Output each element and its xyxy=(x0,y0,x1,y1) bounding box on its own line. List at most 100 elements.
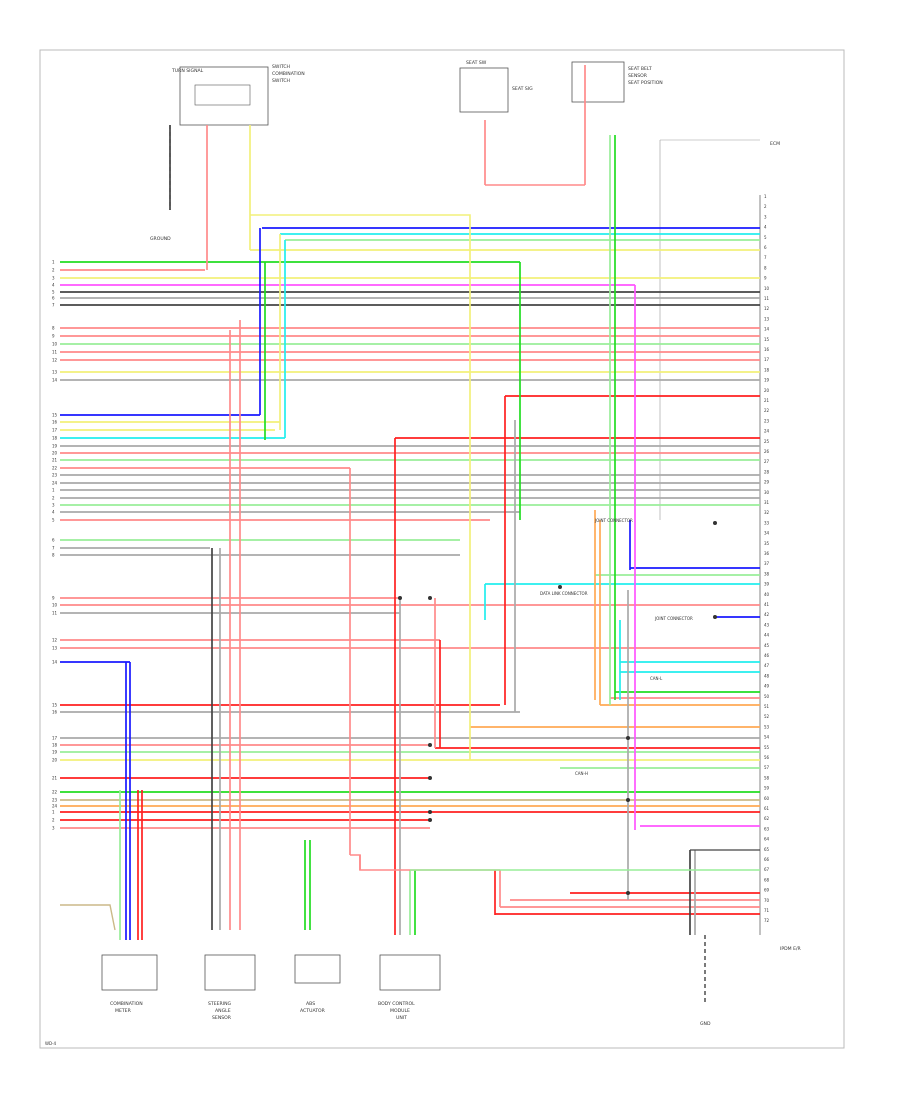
ecm-pin-54: 55 xyxy=(764,745,770,750)
left-pin-15: 16 xyxy=(52,420,58,425)
ipdm-ground: GND IPDM E/R xyxy=(700,935,802,1027)
left-pin-16: 17 xyxy=(52,428,58,433)
joint-connector-1: JOINT CONNECTOR xyxy=(594,518,633,523)
ecm-pin-43: 44 xyxy=(764,633,770,638)
ecm-pin-36: 37 xyxy=(764,561,770,566)
ecm-pin-39: 40 xyxy=(764,592,770,597)
ecm-pin-3: 4 xyxy=(764,225,767,230)
bottom-2-label-2: ANGLE xyxy=(215,1008,231,1014)
seat-switch-label-1: SEAT SW xyxy=(466,60,487,66)
junction-dot-10 xyxy=(713,615,717,619)
ecm-pin-14: 15 xyxy=(764,337,770,342)
ecm-pin-0: 1 xyxy=(764,194,767,199)
left-pin-12: 13 xyxy=(52,370,58,375)
ecm-pin-41: 42 xyxy=(764,612,770,617)
ecm-pin-7: 8 xyxy=(764,265,767,270)
left-pin-8: 9 xyxy=(52,334,55,339)
left-pin-20: 21 xyxy=(52,458,58,463)
junction-dot-11 xyxy=(713,521,717,525)
ecm-pin-56: 57 xyxy=(764,765,770,770)
left-pin-2: 3 xyxy=(52,276,55,281)
ecm-pin-5: 6 xyxy=(764,245,767,250)
junction-dot-3 xyxy=(428,776,432,780)
joint-connector-2: JOINT CONNECTOR xyxy=(654,616,693,621)
ecm-pin-65: 66 xyxy=(764,857,770,862)
left-pin-22: 23 xyxy=(52,473,58,478)
ecm-pin-34: 35 xyxy=(764,541,770,546)
junction-dot-6 xyxy=(626,736,630,740)
left-pin-25: 2 xyxy=(52,496,55,501)
ecm-pin-32: 33 xyxy=(764,520,770,525)
ecm-pin-62: 63 xyxy=(764,826,770,831)
left-pin-21: 22 xyxy=(52,466,58,471)
ecm-title: ECM xyxy=(770,141,780,147)
junction-dot-5 xyxy=(428,818,432,822)
junction-dot-0 xyxy=(398,596,402,600)
footer-label: WD-4 xyxy=(45,1041,56,1046)
ecm-pin-57: 58 xyxy=(764,775,770,780)
bottom-component-1: COMBINATION METER xyxy=(101,954,158,1014)
left-pin-45: 22 xyxy=(52,790,58,795)
junction-dot-8 xyxy=(626,891,630,895)
junction-dot-1 xyxy=(428,596,432,600)
left-pin-26: 3 xyxy=(52,503,55,508)
ecm-pin-23: 24 xyxy=(764,429,770,434)
left-pin-1: 2 xyxy=(52,268,55,273)
seat-switch: SEAT SW SEAT SIG xyxy=(459,60,533,113)
junction-dot-7 xyxy=(626,798,630,802)
ecm-pin-60: 61 xyxy=(764,806,770,811)
ecm-pin-16: 17 xyxy=(764,357,770,362)
can-h-label: CAN-H xyxy=(575,771,588,776)
ecm-pin-labels: 1234567891011121314151617181920212223242… xyxy=(764,194,770,923)
junction-dot-9 xyxy=(558,585,562,589)
ecm-block: ECM 123456789101112131415161718192021222… xyxy=(659,139,780,935)
ecm-pin-61: 62 xyxy=(764,816,770,821)
ecm-pin-52: 53 xyxy=(764,724,770,729)
left-pin-37: 14 xyxy=(52,660,58,665)
wire-group xyxy=(60,65,760,940)
ecm-pin-66: 67 xyxy=(764,867,770,872)
left-pin-7: 8 xyxy=(52,326,55,331)
left-pin-47: 24 xyxy=(52,804,58,809)
bottom-1-label-1: COMBINATION xyxy=(110,1001,143,1007)
combination-switch: TURN SIGNAL SWITCH COMBINATION SWITCH xyxy=(171,64,305,126)
ecm-pin-49: 50 xyxy=(764,694,770,699)
ground-label: GROUND xyxy=(150,236,171,242)
ecm-pin-63: 64 xyxy=(764,837,770,842)
ecm-pin-35: 36 xyxy=(764,551,770,556)
left-pin-28: 5 xyxy=(52,518,55,523)
left-pin-4: 5 xyxy=(52,290,55,295)
left-pin-17: 18 xyxy=(52,436,58,441)
left-pin-5: 6 xyxy=(52,296,55,301)
left-pin-39: 16 xyxy=(52,710,58,715)
ecm-pin-45: 46 xyxy=(764,653,770,658)
ecm-pin-21: 22 xyxy=(764,408,770,413)
ecm-pin-20: 21 xyxy=(764,398,770,403)
junction-dot-4 xyxy=(428,810,432,814)
ecm-pin-58: 59 xyxy=(764,786,770,791)
ecm-pin-2: 3 xyxy=(764,214,767,219)
left-pin-50: 3 xyxy=(52,826,55,831)
left-pin-44: 21 xyxy=(52,776,58,781)
switch-label-4: SWITCH xyxy=(272,78,290,84)
left-pin-14: 15 xyxy=(52,413,58,418)
ecm-pin-48: 49 xyxy=(764,684,770,689)
left-pin-46: 23 xyxy=(52,798,58,803)
ecm-pin-18: 19 xyxy=(764,378,770,383)
ecm-pin-11: 12 xyxy=(764,306,770,311)
left-pin-3: 4 xyxy=(52,283,55,288)
bottom-4-label-2: MODULE xyxy=(390,1008,410,1014)
ecm-pin-59: 60 xyxy=(764,796,770,801)
left-pin-30: 7 xyxy=(52,546,55,551)
ecm-pin-68: 69 xyxy=(764,888,770,893)
ecm-pin-53: 54 xyxy=(764,735,770,740)
left-pin-41: 18 xyxy=(52,743,58,748)
left-pin-11: 12 xyxy=(52,358,58,363)
left-pin-24: 1 xyxy=(52,488,55,493)
ecm-pin-4: 5 xyxy=(764,235,767,240)
ecm-pin-19: 20 xyxy=(764,388,770,393)
ecm-pin-37: 38 xyxy=(764,571,770,576)
ecm-pin-38: 39 xyxy=(764,582,770,587)
ecm-pin-25: 26 xyxy=(764,449,770,454)
switch-label-1: TURN SIGNAL xyxy=(171,68,204,74)
